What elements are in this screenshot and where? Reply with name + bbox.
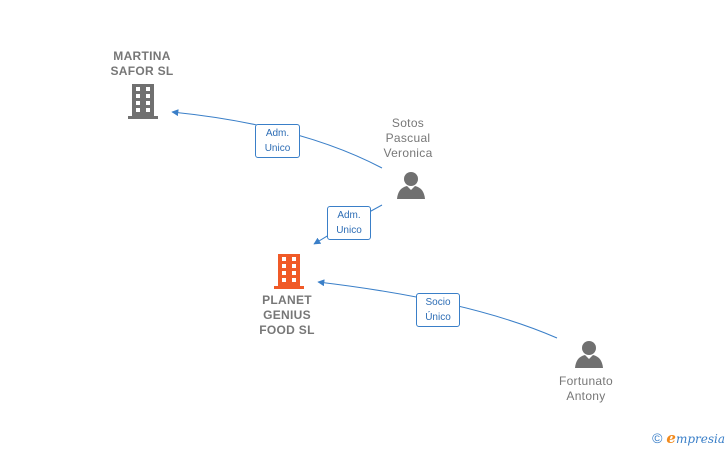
person-label-sotos[interactable]: Sotos Pascual Veronica bbox=[368, 116, 448, 161]
brand-name: mpresia bbox=[675, 432, 725, 446]
label-line: Fortunato bbox=[558, 374, 614, 388]
company-label-martina-safor[interactable]: MARTINA SAFOR SL bbox=[102, 49, 182, 79]
building-icon[interactable] bbox=[273, 254, 305, 289]
brand-logo: empresia bbox=[666, 429, 725, 447]
label-line: GENIUS bbox=[263, 308, 311, 322]
edge-label-line: Único bbox=[425, 312, 451, 323]
label-line: MARTINA bbox=[113, 49, 171, 63]
building-icon[interactable] bbox=[127, 84, 159, 119]
label-line: Pascual bbox=[385, 131, 431, 145]
label-line: Antony bbox=[566, 389, 606, 403]
edge-label-line: Adm. bbox=[265, 128, 290, 139]
label-line: SAFOR SL bbox=[110, 64, 174, 78]
label-line: Veronica bbox=[383, 146, 433, 160]
edge-label-fortunato-planet: Socio Único bbox=[416, 293, 460, 327]
label-line: Sotos bbox=[391, 116, 425, 130]
brand-initial: e bbox=[666, 429, 676, 447]
footer-brand[interactable]: © empresia bbox=[652, 429, 725, 447]
company-label-planet-genius-food[interactable]: PLANET GENIUS FOOD SL bbox=[247, 293, 327, 338]
edge-label-sotos-planet: Adm. Unico bbox=[327, 206, 371, 240]
person-icon[interactable] bbox=[396, 170, 426, 200]
edge-label-sotos-martina: Adm. Unico bbox=[255, 124, 300, 158]
label-line: FOOD SL bbox=[259, 323, 315, 337]
edge-label-line: Unico bbox=[264, 143, 291, 154]
copyright-symbol: © bbox=[652, 430, 663, 446]
person-label-fortunato[interactable]: Fortunato Antony bbox=[546, 374, 626, 404]
label-line: PLANET bbox=[262, 293, 312, 307]
edge-label-line: Unico bbox=[336, 225, 362, 236]
edge-label-line: Adm. bbox=[337, 210, 361, 221]
edge-label-line: Socio bbox=[425, 297, 451, 308]
person-icon[interactable] bbox=[574, 339, 604, 369]
